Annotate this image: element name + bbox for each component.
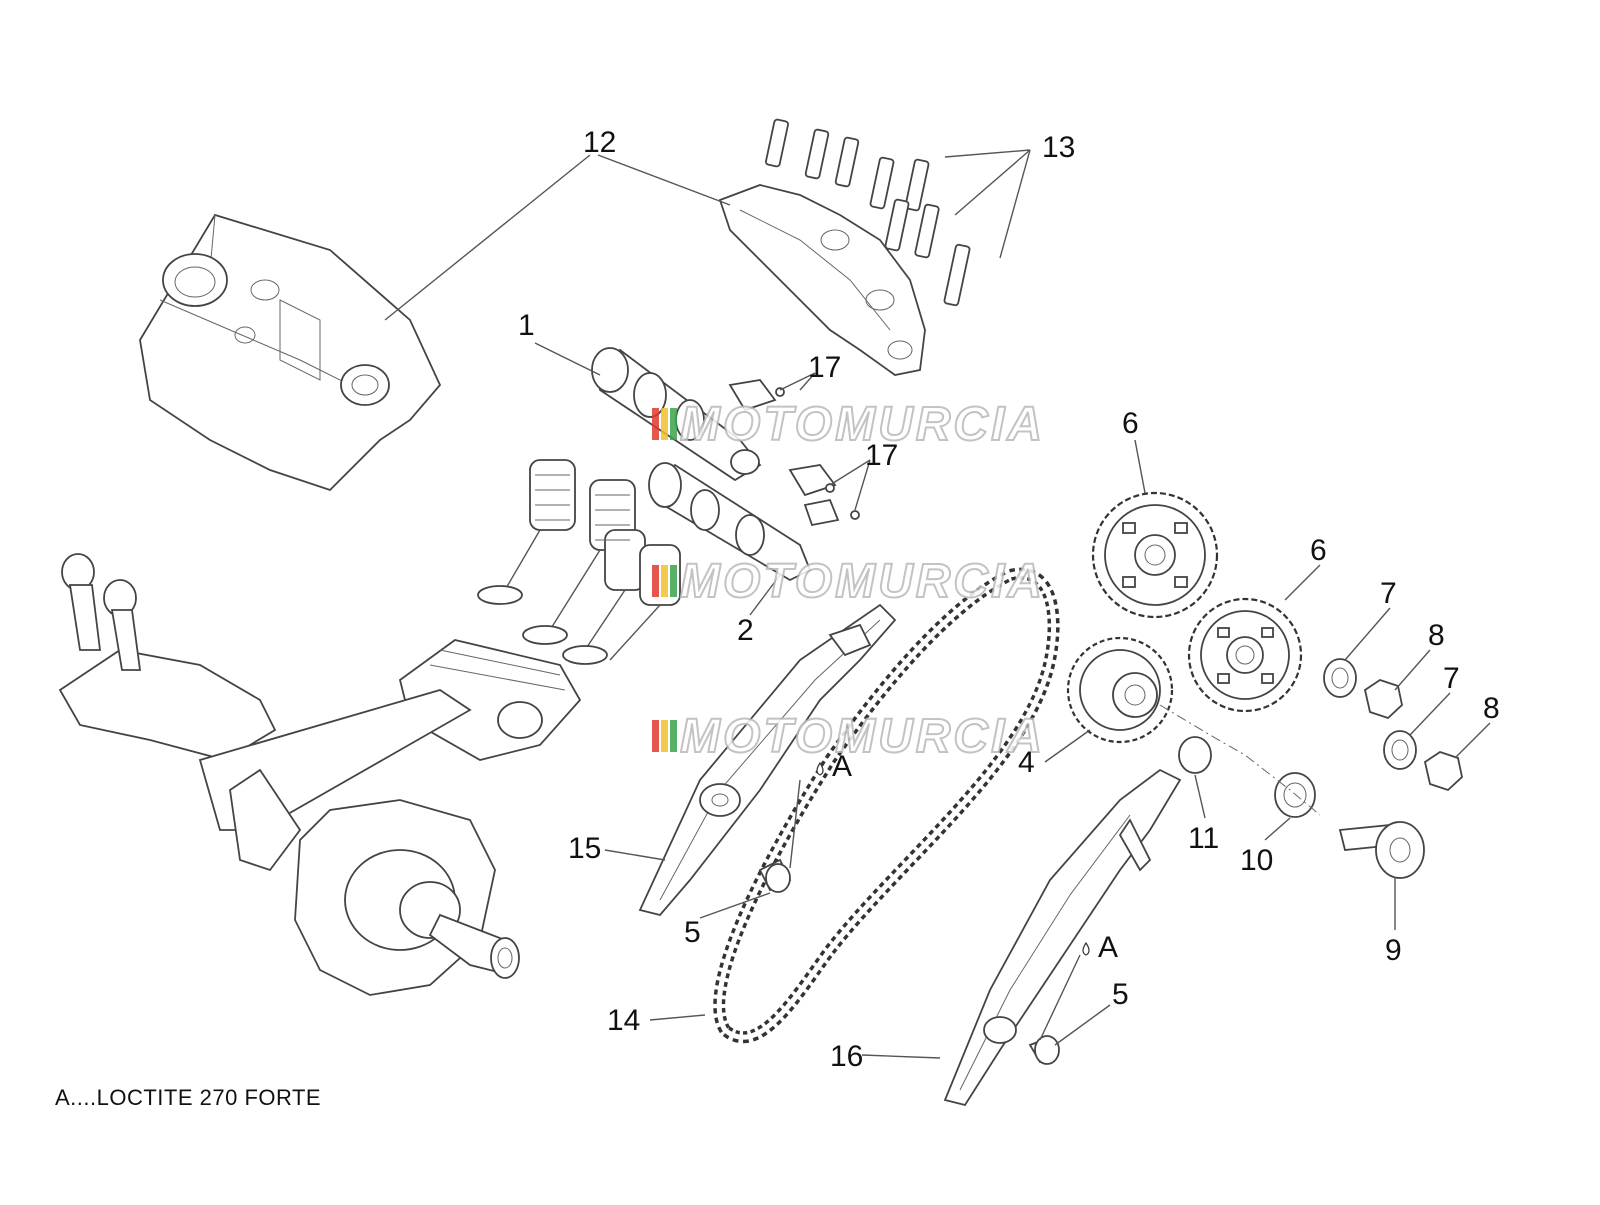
loctite-note: A....LOCTITE 270 FORTE [55,1085,321,1110]
watermark-text: MOTOMURCIA [680,398,1045,451]
camshaft-2 [648,462,812,582]
gear-4 [1066,636,1174,744]
callout-8: 8 [1483,692,1500,725]
watermark-text: MOTOMURCIA [680,555,1045,608]
callout-8: 8 [1428,619,1445,652]
callout-15: 15 [568,832,601,865]
watermark-text: MOTOMURCIA [680,710,1045,763]
camshaft-bridge [718,184,926,376]
callout-5: 5 [684,916,701,949]
watermark: MOTOMURCIA MOTOMURCIA MOTOMURCIA [652,397,1045,764]
camshaft-1 [591,347,762,482]
callout-a: A [1098,931,1118,964]
bolts-13 [765,118,971,307]
small-hardware [758,658,1463,1065]
watermark-logo: MOTOMURCIA [652,554,1045,609]
callout-14: 14 [607,1004,640,1037]
watermark-stripe [661,565,668,597]
watermark-stripe [652,565,659,597]
chain-guide-16 [943,768,1182,1107]
callout-1: 1 [518,309,535,342]
watermark-logo: MOTOMURCIA [652,709,1045,764]
watermark-stripe [652,408,659,440]
cylinder-head [139,213,442,492]
callout-16: 16 [830,1040,863,1073]
callout-9: 9 [1385,934,1402,967]
callout-10: 10 [1240,844,1273,877]
watermark-logo: MOTOMURCIA [652,397,1045,452]
watermark-stripe [661,720,668,752]
cam-caps-17 [728,379,860,527]
gear-6-lower [1187,597,1303,713]
watermark-stripe [670,408,677,440]
callout-a: A [832,750,852,783]
callout-labels: 12 13 1 17 17 6 6 2 7 8 7 8 4 A 11 10 15… [518,126,1500,1073]
leader-lines [384,149,1491,1059]
callout-6: 6 [1122,407,1139,440]
callout-2: 2 [737,614,754,647]
watermark-stripe [652,720,659,752]
watermark-stripe [670,720,677,752]
loctite-drop-icon [816,761,824,776]
watermark-stripe [670,565,677,597]
callout-7: 7 [1380,577,1397,610]
watermark-stripe [661,408,668,440]
callout-12: 12 [583,126,616,159]
chain-guide-15 [638,603,897,917]
callout-11: 11 [1188,822,1219,855]
callout-7: 7 [1443,662,1460,695]
callout-5: 5 [1112,978,1129,1011]
callout-17: 17 [865,439,898,472]
callout-17: 17 [808,351,841,384]
gear-6-upper [1091,491,1219,619]
callout-4: 4 [1018,746,1035,779]
timing-chain-14 [713,567,1060,1044]
piston-crank-assembly [58,553,582,996]
loctite-drop-icon [1082,941,1090,956]
callout-13: 13 [1042,131,1075,164]
callout-6: 6 [1310,534,1327,567]
